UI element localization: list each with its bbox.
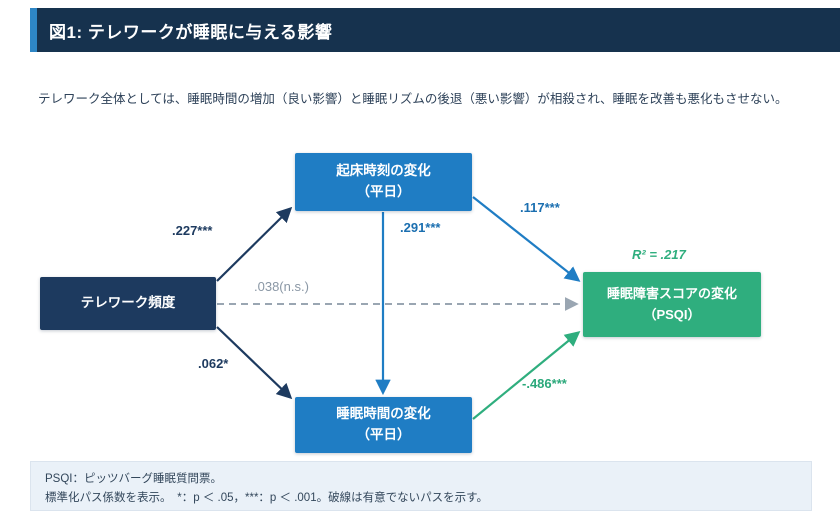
path-label-sleep-to-psqi: -.486***	[522, 376, 567, 391]
footnote-line2: 標準化パス係数を表示。 *：p ＜ .05，***：p ＜ .001。破線は有意…	[45, 491, 488, 504]
path-label-telework-to-wake: .227***	[172, 223, 213, 238]
arrow-telework-to-wake	[216, 206, 293, 282]
figure-header: 図1: テレワークが睡眠に与える影響	[30, 8, 840, 52]
node-psqi-line1: 睡眠障害スコアの変化	[606, 286, 737, 302]
path-label-wake-to-psqi: .117***	[520, 200, 560, 215]
figure-title: 図1: テレワークが睡眠に与える影響	[49, 22, 333, 42]
node-sleep-duration-line2: （平日）	[356, 427, 411, 442]
node-telework-frequency-label: テレワーク頻度	[80, 295, 176, 311]
node-wake-time-change: 起床時刻の変化 （平日）	[295, 153, 472, 211]
node-psqi-change: 睡眠障害スコアの変化 （PSQI）	[583, 272, 761, 337]
node-sleep-duration-change: 睡眠時間の変化 （平日）	[295, 397, 472, 453]
node-wake-time-line2: （平日）	[356, 184, 411, 199]
node-sleep-duration-line1: 睡眠時間の変化	[336, 406, 431, 422]
footnote-line1: PSQI：ピッツバーグ睡眠質問票。	[45, 473, 222, 485]
node-telework-frequency: テレワーク頻度	[40, 277, 216, 330]
footnote-box: PSQI：ピッツバーグ睡眠質問票。 標準化パス係数を表示。 *：p ＜ .05，…	[30, 461, 812, 511]
path-label-telework-to-sleep: .062*	[198, 356, 229, 371]
node-psqi-line2: （PSQI）	[643, 306, 701, 322]
figure-subtitle: テレワーク全体としては、睡眠時間の増加（良い影響）と睡眠リズムの後退（悪い影響）…	[38, 92, 788, 106]
path-label-telework-to-psqi: .038(n.s.)	[254, 279, 309, 294]
node-wake-time-line1: 起床時刻の変化	[336, 163, 431, 179]
path-label-wake-to-sleep: .291***	[400, 220, 441, 235]
r-squared-label: R² = .217	[632, 247, 686, 262]
